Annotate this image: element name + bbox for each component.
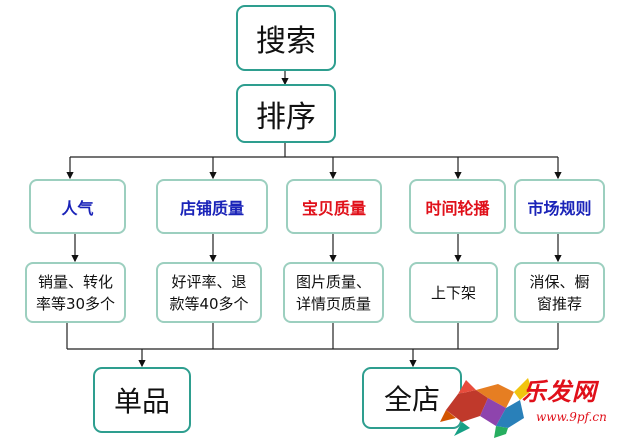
watermark-brand: 乐发网 (522, 377, 597, 406)
detail-item-quality-line2: 详情页质量 (295, 294, 371, 313)
category-shop-quality-label: 店铺质量 (179, 198, 244, 218)
detail-item-quality: 图片质量、 详情页质量 (283, 262, 384, 323)
detail-shop-quality-line1: 好评率、退 (171, 272, 247, 291)
detail-market-rules: 消保、橱 窗推荐 (514, 262, 605, 323)
category-popularity-label: 人气 (61, 198, 94, 218)
detail-time-rotation: 上下架 (409, 262, 498, 323)
bull-logo-icon (440, 378, 532, 438)
result-whole-shop-label: 全店 (383, 383, 440, 416)
node-sort-label: 排序 (256, 99, 316, 135)
category-popularity: 人气 (29, 179, 126, 234)
detail-time-rotation-line1: 上下架 (430, 283, 476, 302)
detail-popularity-line1: 销量、转化 (37, 272, 113, 291)
detail-popularity: 销量、转化 率等30多个 (25, 262, 126, 323)
category-market-rules-label: 市场规则 (527, 198, 592, 218)
category-shop-quality: 店铺质量 (156, 179, 268, 234)
category-market-rules: 市场规则 (514, 179, 605, 234)
result-single-item-label: 单品 (113, 385, 170, 418)
node-search-label: 搜索 (256, 24, 316, 59)
result-single-item: 单品 (93, 367, 191, 433)
category-item-quality: 宝贝质量 (286, 179, 382, 234)
detail-market-rules-line1: 消保、橱 (529, 272, 590, 291)
detail-popularity-line2: 率等30多个 (35, 294, 116, 313)
category-item-quality-label: 宝贝质量 (301, 198, 366, 218)
node-search: 搜索 (236, 5, 336, 71)
detail-item-quality-line1: 图片质量、 (295, 272, 371, 291)
detail-shop-quality: 好评率、退 款等40多个 (156, 262, 262, 323)
detail-market-rules-line2: 窗推荐 (536, 294, 582, 313)
detail-shop-quality-line2: 款等40多个 (169, 294, 249, 313)
category-time-rotation-label: 时间轮播 (425, 198, 490, 218)
category-time-rotation: 时间轮播 (409, 179, 506, 234)
node-sort: 排序 (236, 84, 336, 143)
watermark-url: www.9pf.cn (536, 410, 607, 424)
